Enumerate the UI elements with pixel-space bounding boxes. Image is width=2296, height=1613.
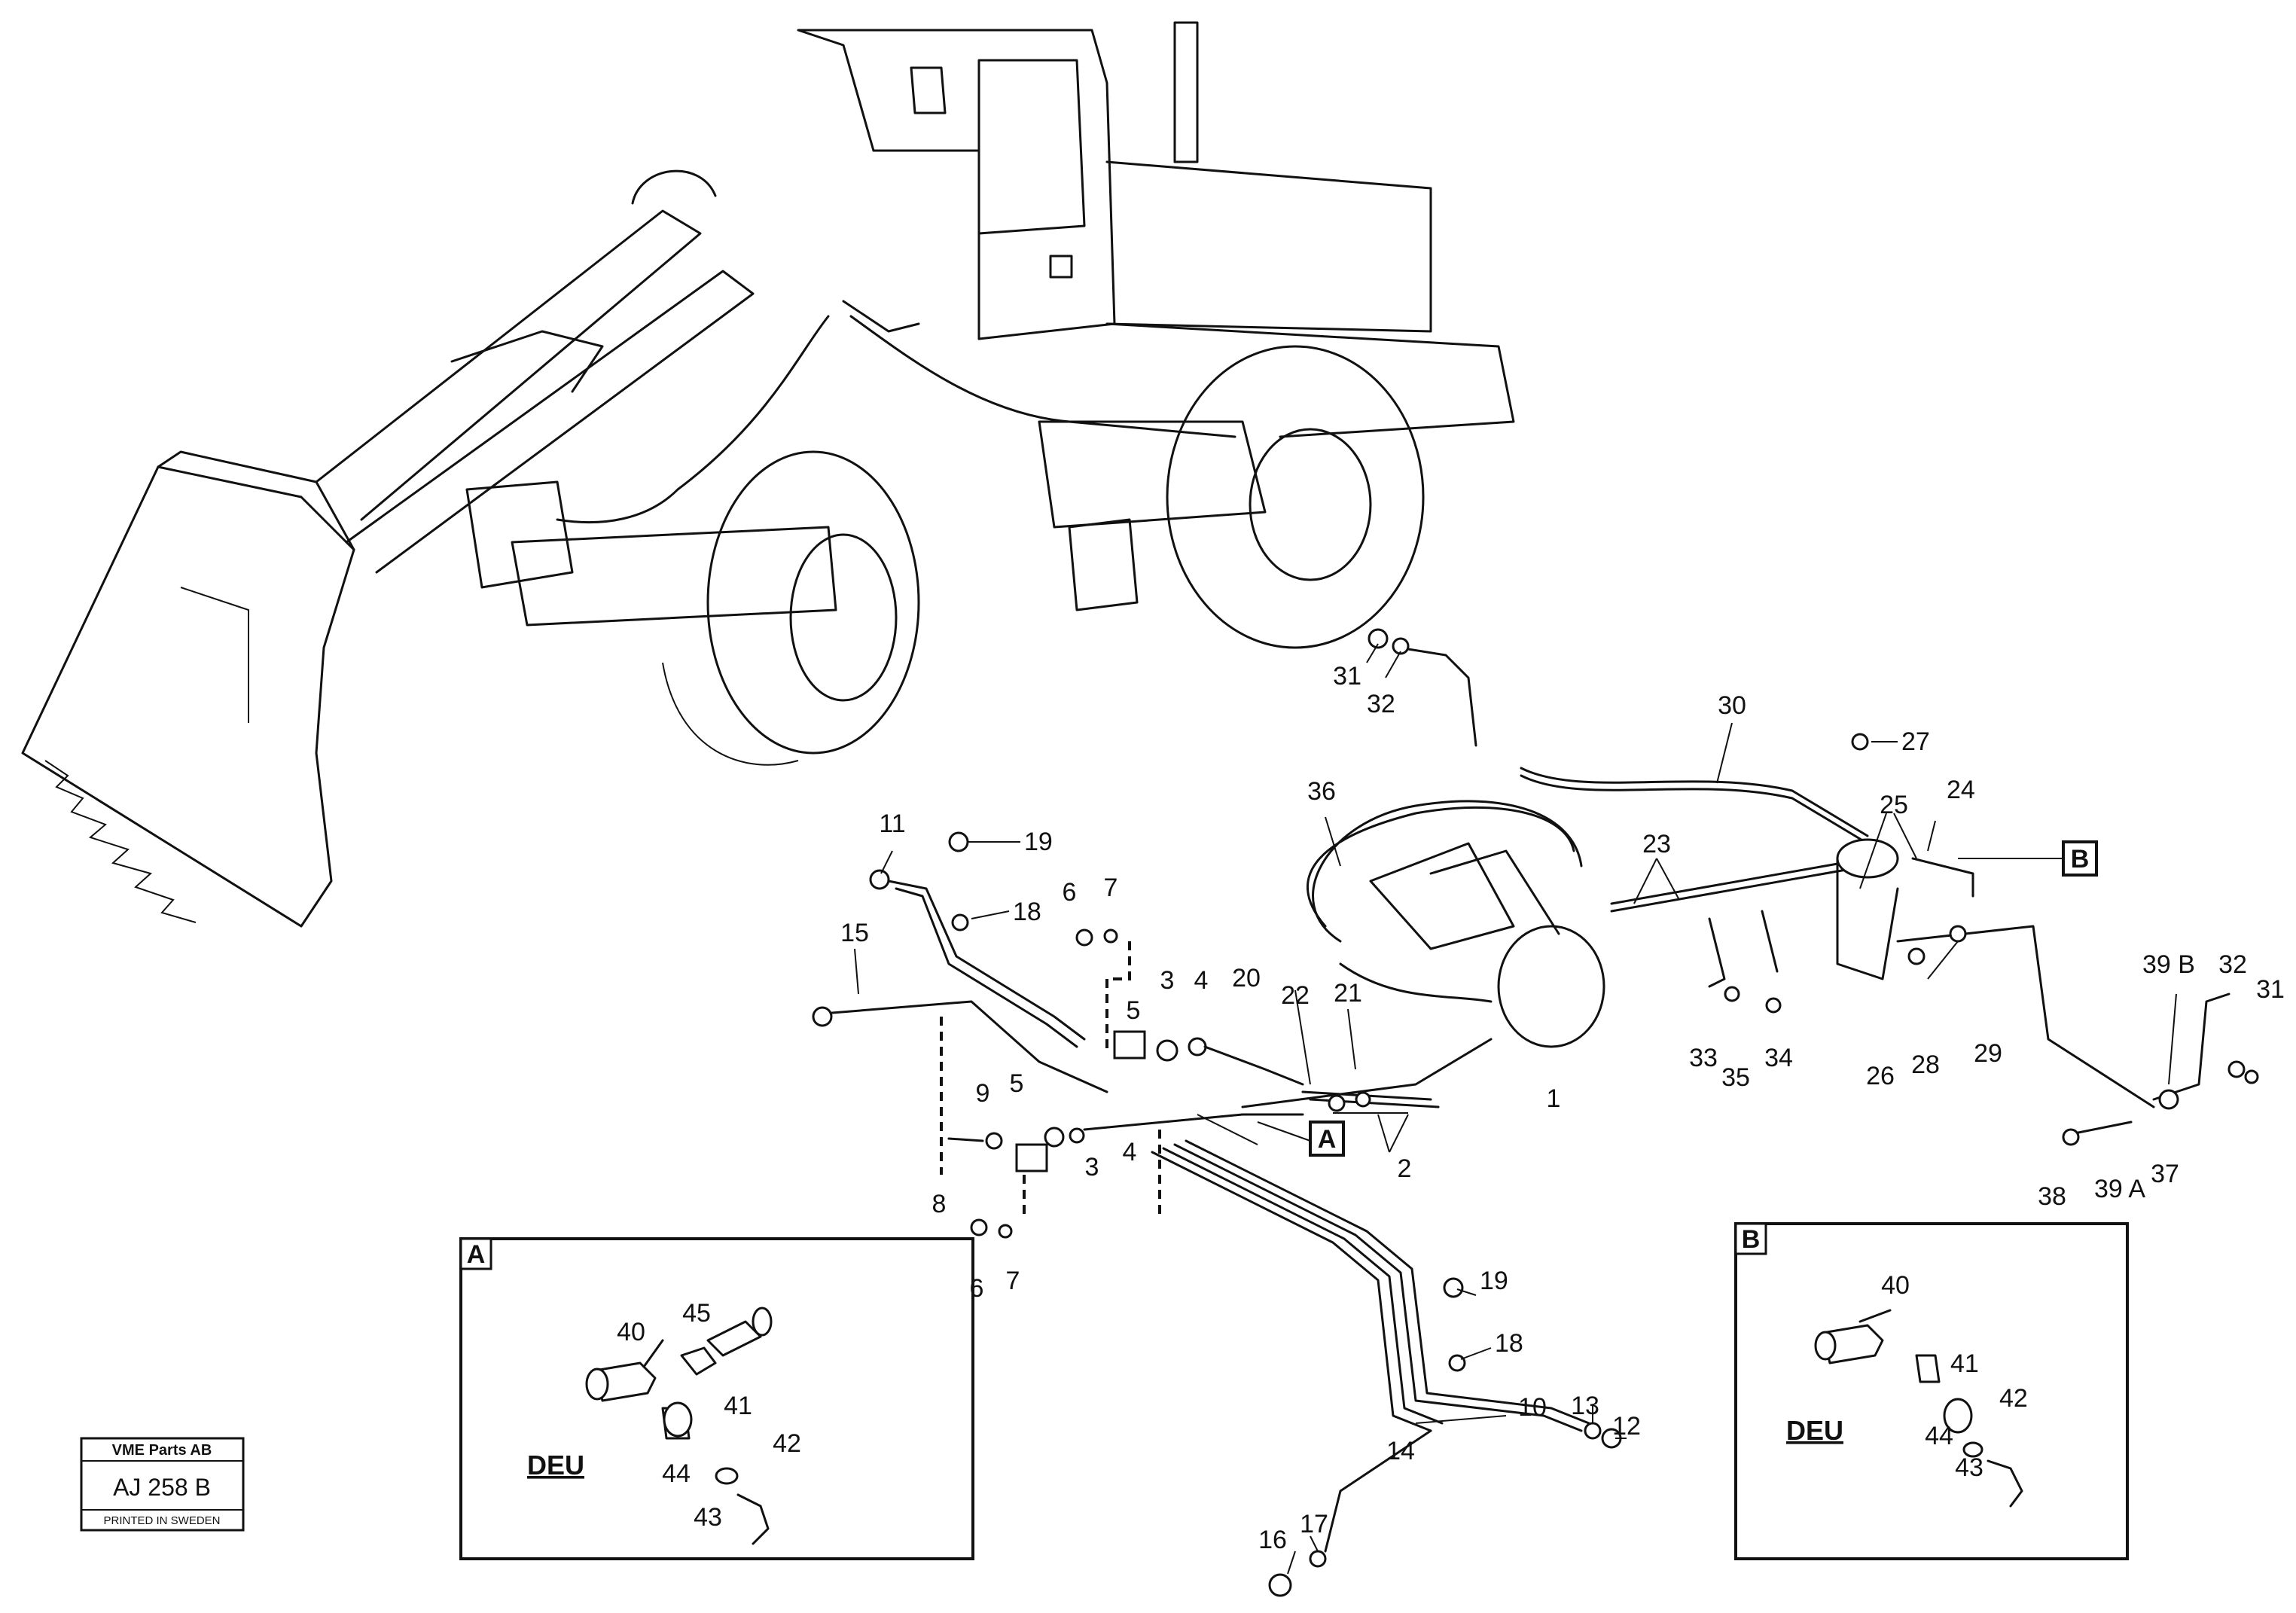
part-label: 20 bbox=[1232, 964, 1261, 992]
part-label: 32 bbox=[2218, 950, 2247, 979]
part-label: 7 bbox=[1006, 1267, 1020, 1295]
part-label: 5 bbox=[1127, 996, 1141, 1025]
inset-b: B 40 41 42 44 43 DEU bbox=[1734, 1222, 2129, 1560]
inset-label: 42 bbox=[1999, 1384, 2028, 1413]
part-label: 18 bbox=[1495, 1329, 1523, 1358]
part-label: 3 bbox=[1160, 966, 1175, 995]
inset-label: 40 bbox=[617, 1318, 645, 1346]
part-label: 31 bbox=[2256, 975, 2285, 1004]
inset-label: 40 bbox=[1881, 1271, 1910, 1300]
callout-a-letter: A bbox=[1318, 1125, 1337, 1154]
inset-label: 44 bbox=[1925, 1422, 1953, 1450]
part-label: 35 bbox=[1721, 1063, 1750, 1092]
brake-line-assembly bbox=[812, 628, 2259, 1597]
part-label: 2 bbox=[1398, 1154, 1412, 1183]
inset-label: 41 bbox=[1950, 1349, 1979, 1378]
inset-a-letter: A bbox=[467, 1240, 486, 1269]
part-label: 1 bbox=[1547, 1084, 1561, 1113]
inset-label: 45 bbox=[682, 1299, 711, 1328]
part-label: 4 bbox=[1194, 966, 1209, 995]
stamp-printed: PRINTED IN SWEDEN bbox=[103, 1514, 220, 1527]
part-label: 14 bbox=[1386, 1437, 1415, 1465]
part-label: 34 bbox=[1764, 1044, 1793, 1072]
leader-lines bbox=[854, 643, 2177, 1575]
inset-b-deu: DEU bbox=[1786, 1415, 1843, 1446]
part-label: 15 bbox=[840, 919, 869, 947]
part-label: 6 bbox=[1063, 878, 1077, 907]
part-labels: 31 32 30 27 25 24 36 23 11 19 18 6 7 15 … bbox=[840, 662, 2285, 1554]
part-label: 28 bbox=[1911, 1050, 1940, 1079]
part-label: 3 bbox=[1085, 1153, 1099, 1182]
part-label: 21 bbox=[1334, 979, 1362, 1008]
inset-label: 42 bbox=[773, 1429, 801, 1458]
part-label: 5 bbox=[1010, 1069, 1024, 1098]
part-label: 31 bbox=[1333, 662, 1361, 691]
part-label: 22 bbox=[1281, 981, 1310, 1010]
part-label: 19 bbox=[1480, 1267, 1508, 1295]
part-label: 17 bbox=[1300, 1510, 1328, 1538]
vme-parts-stamp: VME Parts AB AJ 258 B PRINTED IN SWEDEN bbox=[80, 1437, 245, 1532]
part-label: 36 bbox=[1307, 777, 1336, 806]
part-label: 23 bbox=[1642, 830, 1671, 858]
part-label: 9 bbox=[976, 1079, 990, 1108]
part-label: 10 bbox=[1518, 1393, 1547, 1422]
part-label: 8 bbox=[932, 1190, 947, 1218]
stamp-company: VME Parts AB bbox=[112, 1442, 212, 1459]
inset-a-deu: DEU bbox=[527, 1450, 584, 1480]
part-label: 33 bbox=[1689, 1044, 1718, 1072]
part-label: 12 bbox=[1612, 1412, 1641, 1441]
part-label: 39 A bbox=[2094, 1175, 2145, 1203]
part-label: 4 bbox=[1123, 1138, 1137, 1166]
wheel-loader-illustration bbox=[21, 21, 1515, 928]
part-label: 30 bbox=[1718, 691, 1746, 720]
inset-label: 43 bbox=[694, 1503, 722, 1532]
part-label: 24 bbox=[1947, 776, 1975, 804]
part-label: 39 B bbox=[2142, 950, 2195, 979]
inset-a: A 40 45 41 42 44 43 DEU bbox=[459, 1237, 974, 1560]
part-label: 16 bbox=[1258, 1526, 1287, 1554]
callout-b-letter: B bbox=[2071, 845, 2090, 874]
part-label: 25 bbox=[1880, 791, 1908, 819]
part-label: 18 bbox=[1013, 898, 1041, 926]
part-label: 7 bbox=[1104, 874, 1118, 902]
part-label: 38 bbox=[2038, 1182, 2066, 1211]
part-label: 37 bbox=[2151, 1160, 2179, 1188]
inset-label: 41 bbox=[724, 1392, 752, 1420]
part-label: 11 bbox=[879, 810, 905, 838]
part-label: 29 bbox=[1974, 1039, 2002, 1068]
inset-label: 43 bbox=[1955, 1453, 1983, 1482]
inset-b-letter: B bbox=[1742, 1225, 1761, 1254]
stamp-code: AJ 258 B bbox=[113, 1474, 211, 1501]
part-label: 26 bbox=[1866, 1062, 1895, 1090]
part-label: 19 bbox=[1024, 828, 1053, 856]
part-label: 13 bbox=[1571, 1392, 1599, 1420]
part-label: 27 bbox=[1901, 727, 1930, 756]
callout-box-b: B bbox=[1958, 840, 2098, 877]
part-label: 32 bbox=[1367, 690, 1395, 718]
callout-box-a: A bbox=[1257, 1121, 1345, 1157]
inset-label: 44 bbox=[662, 1459, 691, 1488]
